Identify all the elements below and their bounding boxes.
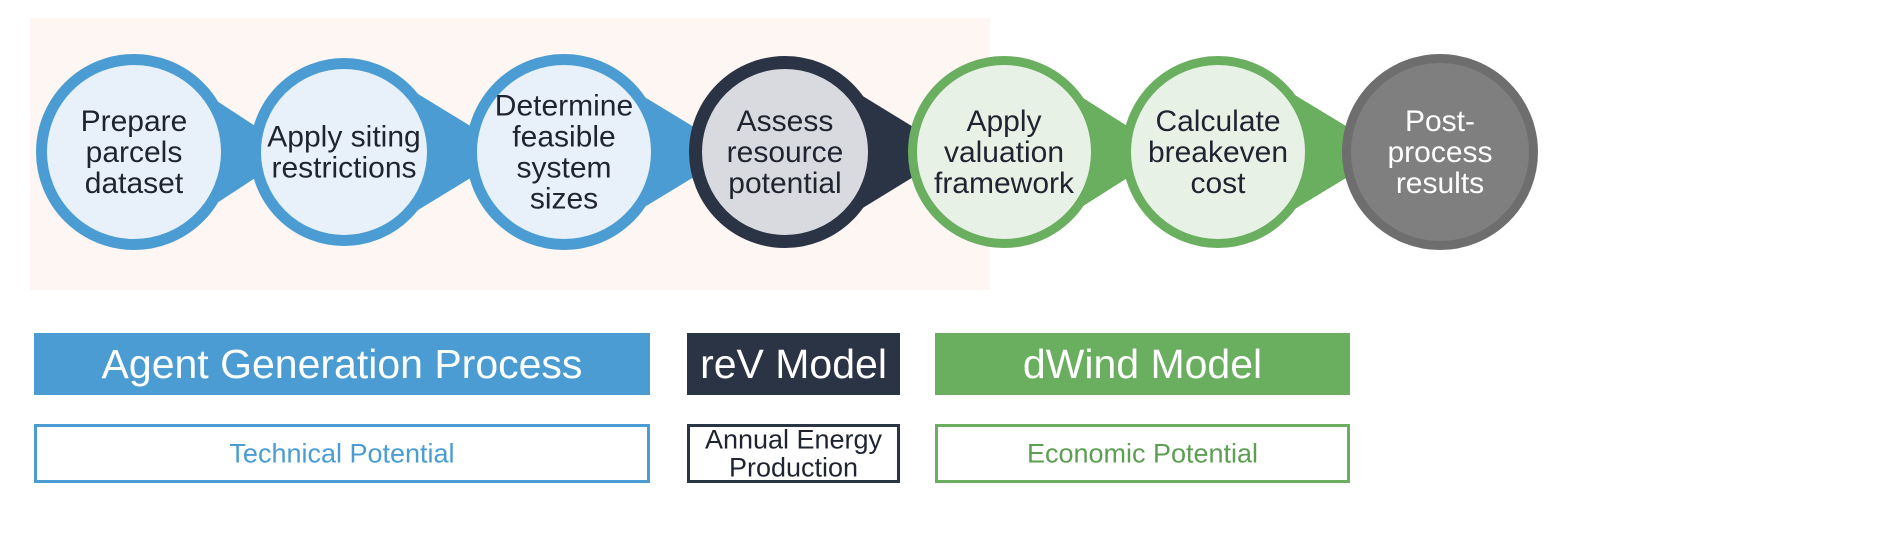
node-circle-calculate-breakeven-cost	[1122, 56, 1314, 248]
outline-label-agent-generation: Technical Potential	[229, 439, 454, 469]
group-band-rev-model[interactable]: reV Model	[687, 333, 900, 395]
group-bands-layer: Agent Generation Process reV Model dWind M…	[34, 333, 1350, 395]
node-circle-apply-valuation-framework	[908, 56, 1100, 248]
node-circle-prepare-parcels-dataset	[36, 54, 232, 250]
band-rect-agent-generation	[34, 333, 650, 395]
outline-rect-rev-model	[687, 424, 900, 483]
node-circle-determine-feasible-system-sizes	[466, 54, 662, 250]
node-circle-assess-resource-potential	[689, 56, 881, 248]
band-label-rev-model: reV Model	[700, 341, 887, 387]
group-band-agent-generation[interactable]: Agent Generation Process	[34, 333, 650, 395]
band-label-agent-generation: Agent Generation Process	[102, 341, 583, 387]
band-rect-dwind-model	[935, 333, 1350, 395]
group-band-dwind-model[interactable]: dWind Model	[935, 333, 1350, 395]
group-outline-dwind-model[interactable]: Economic Potential	[935, 424, 1350, 483]
outline-rect-agent-generation	[34, 424, 650, 483]
node-circle-apply-siting-restrictions	[250, 58, 438, 246]
outline-label-dwind-model: Economic Potential	[1027, 439, 1258, 469]
band-label-dwind-model: dWind Model	[1023, 341, 1262, 387]
group-outline-agent-generation[interactable]: Technical Potential	[34, 424, 650, 483]
outline-rect-dwind-model	[935, 424, 1350, 483]
node-circle-post-process-results	[1342, 54, 1538, 250]
band-rect-rev-model	[687, 333, 900, 395]
